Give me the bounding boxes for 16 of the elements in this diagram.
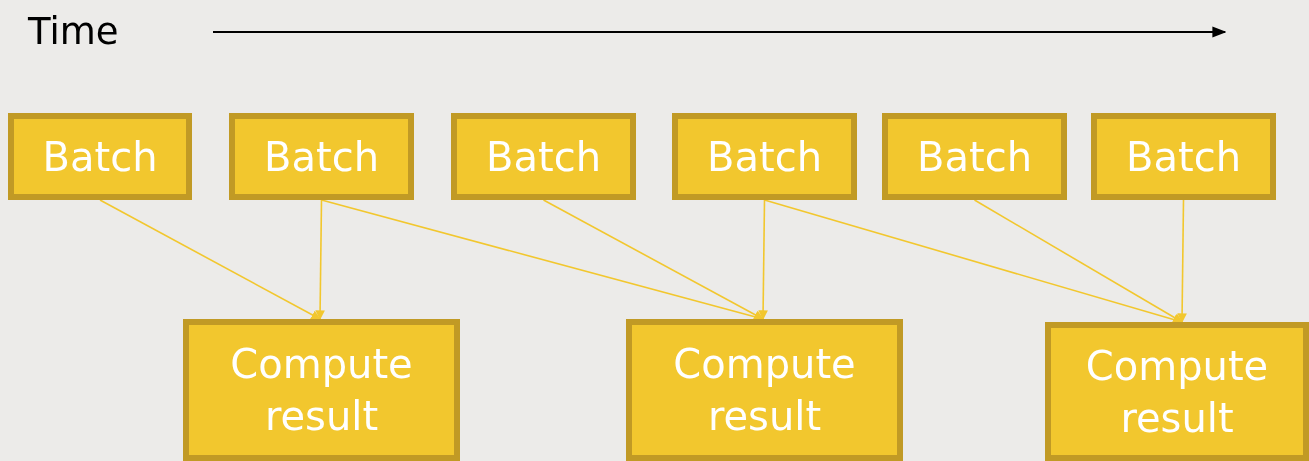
compute-box: Compute result xyxy=(183,319,460,461)
arrow xyxy=(315,199,325,320)
time-label: Time xyxy=(28,9,119,55)
arrow xyxy=(973,199,1183,323)
batch-box: Batch xyxy=(451,113,636,200)
arrow xyxy=(542,199,764,320)
arrow xyxy=(758,199,768,320)
arrow xyxy=(99,199,321,320)
batch-box: Batch xyxy=(1091,113,1276,200)
batch-box: Batch xyxy=(8,113,192,200)
batch-box: Batch xyxy=(672,113,857,200)
compute-box: Compute result xyxy=(626,319,903,461)
batch-box: Batch xyxy=(882,113,1067,200)
batch-box: Batch xyxy=(229,113,414,200)
arrow xyxy=(1177,199,1187,323)
compute-box: Compute result xyxy=(1045,322,1309,461)
